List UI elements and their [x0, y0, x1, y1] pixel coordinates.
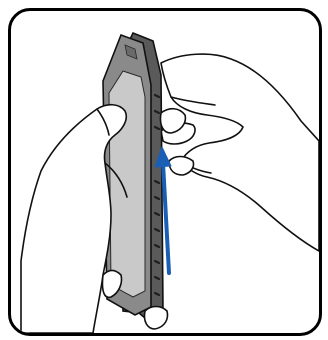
- illustration-frame: [8, 8, 322, 336]
- phone-cover-removal-illustration: [11, 11, 319, 333]
- finger-icon: [144, 307, 167, 330]
- right-hand-icon: [161, 54, 319, 251]
